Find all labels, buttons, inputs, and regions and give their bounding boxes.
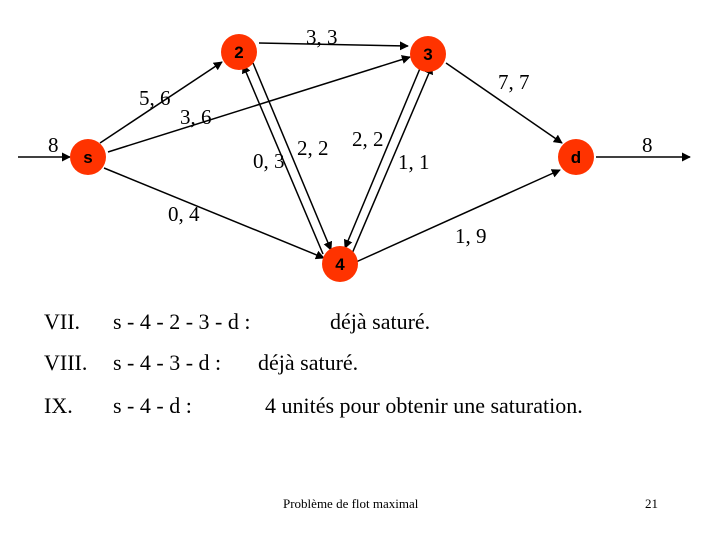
edge-label-s-4: 0, 4 [168,202,200,226]
edge-s-2 [99,61,223,144]
edge-4-3 [350,65,433,257]
edge-2-3 [258,41,409,51]
edge-label-2-4: 2, 2 [297,136,329,160]
edge-label-3-4: 2, 2 [352,127,384,151]
node-d: d [558,139,594,175]
step-row-7: VII. [44,309,80,335]
node-d-label: d [571,148,581,167]
step-path-8: s - 4 - 3 - d : [113,350,222,375]
step-path-9: s - 4 - d : [113,393,192,418]
edge-label-s-2: 5, 6 [139,86,171,110]
edge-3-d [445,62,563,144]
edge-label-3-d: 7, 7 [498,70,530,94]
page-number: 21 [645,496,658,511]
step-result-9: 4 unités pour obtenir une saturation. [265,393,583,418]
step-row-9: IX. [44,393,73,419]
edge-4-d [355,169,561,263]
node-3-label: 3 [423,45,432,64]
edge-label-in: 8 [48,133,59,157]
node-s-label: s [83,148,92,167]
node-2: 2 [221,34,257,70]
step-result-8: déjà saturé. [258,350,359,375]
node-3: 3 [410,36,446,72]
step-result-7: déjà saturé. [330,309,431,334]
step-row-8: VIII. [44,350,87,376]
edge-2-4 [252,62,333,251]
edge-label-4-d: 1, 9 [455,224,487,248]
edge-label-4-2: 0, 3 [253,149,285,173]
step-number: IX. [44,393,73,418]
edge-label-2-3: 3, 3 [306,25,338,49]
edge-s-4 [103,167,325,260]
edge-3-4 [343,65,422,249]
node-s: s [70,139,106,175]
step-number: VII. [44,309,81,334]
step-number: VIII. [44,350,88,375]
footer-title: Problème de flot maximal [283,496,419,511]
edge-label-s-3: 3, 6 [180,105,212,129]
edge-4-2 [242,64,324,255]
node-4-label: 4 [335,255,345,274]
node-2-label: 2 [234,43,243,62]
node-4: 4 [322,246,358,282]
edge-label-4-3: 1, 1 [398,150,430,174]
step-path-7: s - 4 - 2 - 3 - d : [113,309,251,334]
edge-label-out: 8 [642,133,653,157]
